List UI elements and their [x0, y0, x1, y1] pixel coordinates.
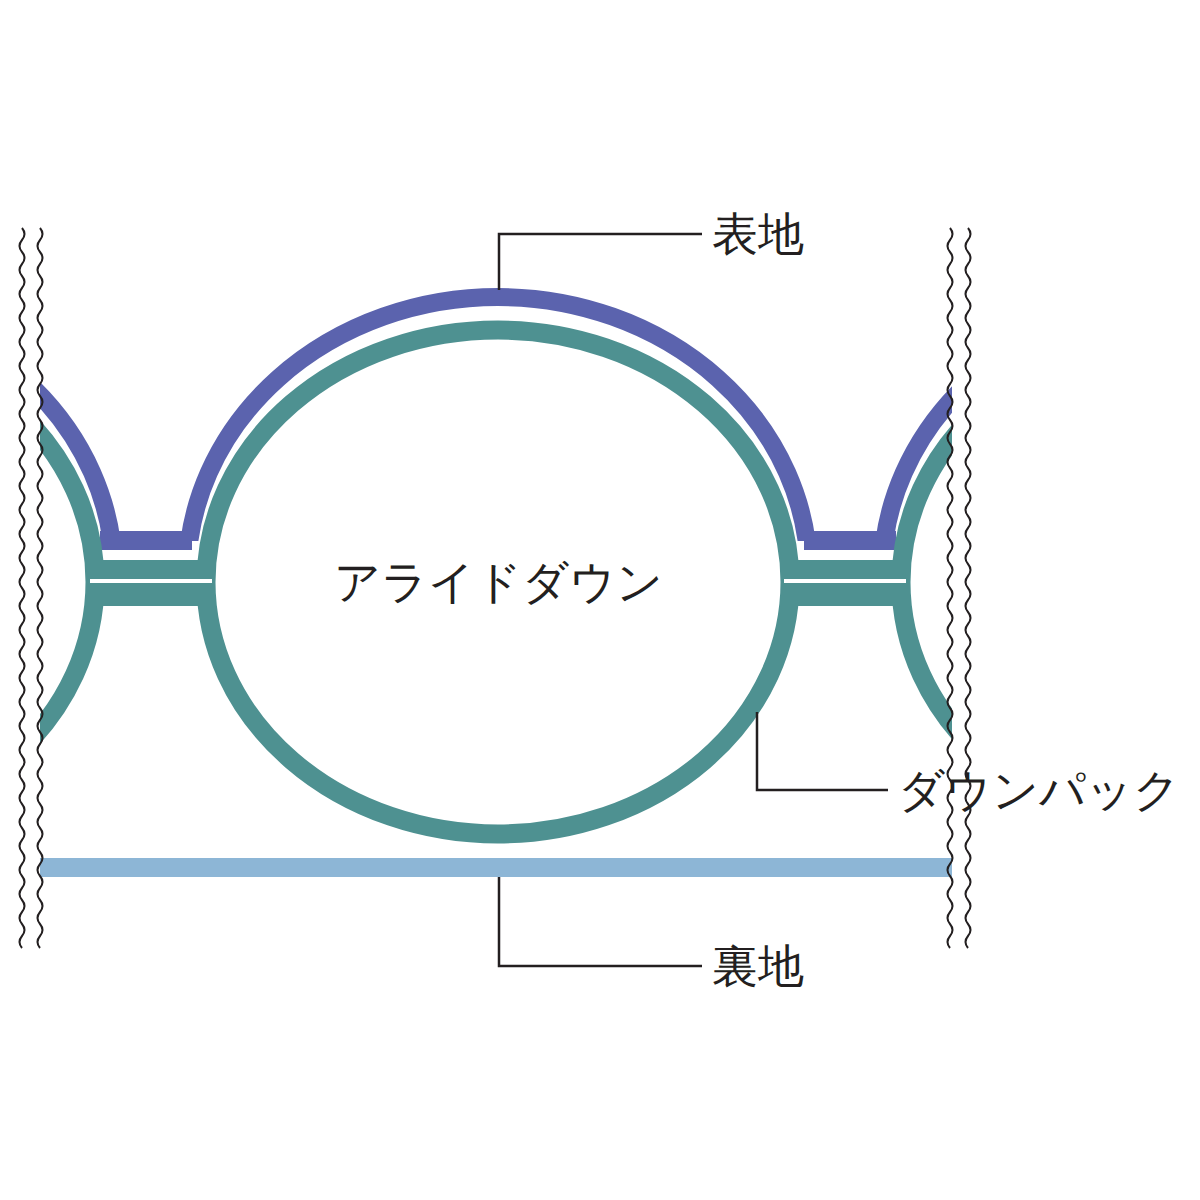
down-pack-area: アライドダウン	[216, 341, 780, 823]
down-pack	[901, 330, 952, 834]
down-pack	[40, 330, 95, 834]
break-line	[948, 228, 953, 948]
lining-fabric	[40, 858, 952, 877]
break-line	[966, 228, 971, 948]
outer-fabric	[804, 531, 896, 550]
part-label: 表地	[712, 211, 804, 257]
leader-line	[757, 712, 888, 790]
break-line	[38, 228, 43, 948]
leader-line	[499, 234, 702, 290]
part-label: ダウンパック	[898, 767, 1180, 813]
outer-fabric	[100, 531, 192, 550]
part-label: 裏地	[712, 943, 804, 989]
material-name: アライドダウン	[334, 557, 663, 608]
down-pack	[206, 330, 790, 834]
leader-line	[499, 877, 702, 966]
outer-fabric	[882, 297, 952, 541]
break-line	[20, 228, 25, 948]
seam-gap	[90, 579, 212, 583]
seam-gap	[784, 579, 906, 583]
outer-fabric	[187, 297, 809, 541]
outer-fabric	[40, 297, 114, 541]
